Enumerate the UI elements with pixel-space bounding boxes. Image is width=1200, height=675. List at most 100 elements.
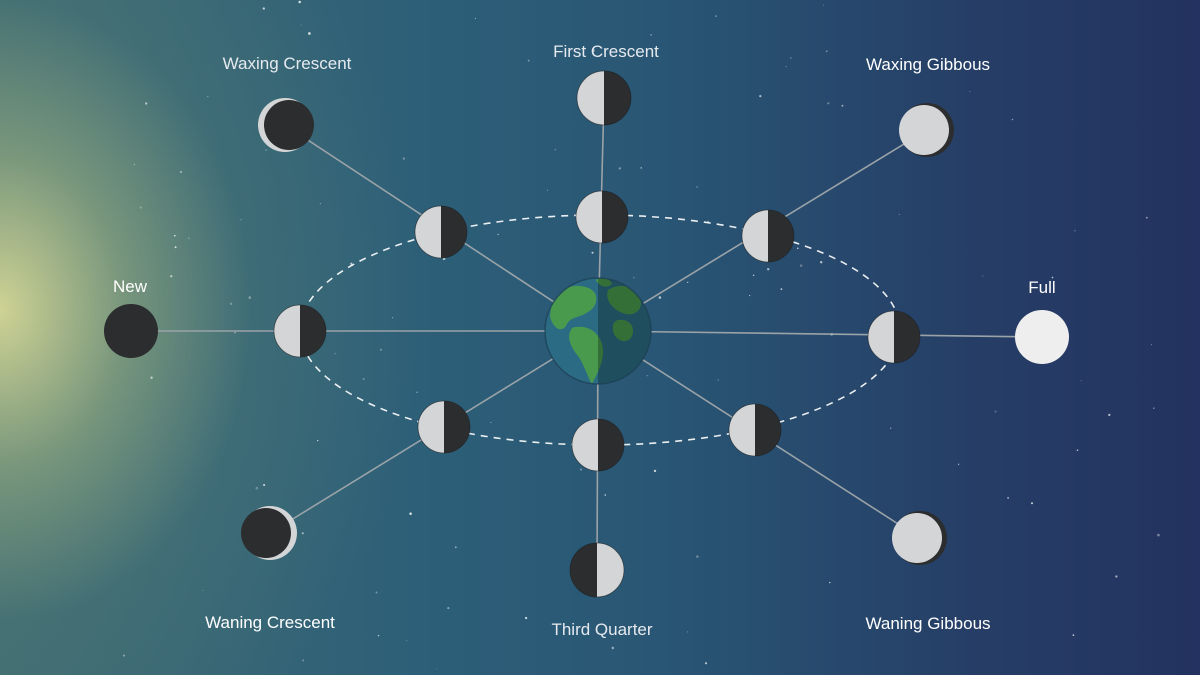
label-waxing-crescent: Waxing Crescent [222,54,352,73]
star [1007,496,1010,499]
star [207,95,209,98]
label-third-quarter: Third Quarter [551,620,653,639]
inner-moon-5 [867,310,921,364]
star [316,439,319,442]
star [350,262,353,265]
star [248,296,252,299]
star [174,246,177,249]
star [829,581,831,584]
star [170,275,173,278]
star [650,34,652,36]
star [301,532,304,535]
star [687,631,689,633]
star [240,219,242,221]
star [841,104,844,107]
star [145,102,148,105]
star [752,274,755,277]
waxing-gibbous-moon [899,103,954,157]
label-full: Full [1028,278,1056,297]
waxing-crescent-moon [258,98,314,152]
star [717,379,719,381]
star [1150,344,1153,346]
star [785,66,787,68]
star [591,251,594,254]
inner-moon-2 [575,190,629,244]
star [633,277,635,279]
star [820,261,823,264]
star [969,90,971,93]
star [234,331,236,334]
star [262,7,265,10]
label-waxing-gibbous: Waxing Gibbous [865,55,991,74]
star [1076,449,1079,452]
third-quarter-moon [569,542,625,598]
star [1080,380,1082,382]
star [302,659,305,662]
waning-crescent-moon [241,506,297,560]
star [402,157,406,160]
star [889,427,892,430]
star [957,463,960,465]
star [1011,118,1014,121]
star [392,317,394,319]
star [180,171,182,173]
star [799,264,803,267]
star [229,302,233,305]
inner-orbit-moons [273,190,921,472]
star [435,668,438,670]
star [1108,413,1111,417]
star [255,486,259,490]
first-crescent-moon [576,70,632,126]
inner-moon-8 [728,403,782,457]
star [133,163,136,166]
star [1153,407,1155,410]
star [759,94,762,98]
label-new: New [112,277,148,296]
earth [544,277,652,385]
star [780,288,783,291]
star [1030,502,1034,505]
label-waning-crescent: Waning Crescent [205,613,335,632]
star [1051,276,1054,279]
star [362,377,365,380]
star [1074,230,1076,232]
star [524,616,528,620]
star [188,237,190,240]
star [150,376,153,379]
star [898,213,900,215]
star [454,546,457,549]
star [546,189,548,191]
outer-phase-moons [104,70,1069,598]
star [265,149,268,151]
star [263,483,266,487]
star [618,167,621,170]
new-moon [104,304,158,358]
star [715,15,717,17]
inner-moon-4 [273,304,327,358]
star [447,607,450,610]
star [825,50,828,53]
star [789,57,792,59]
star [202,589,204,591]
star [687,281,689,284]
star [767,268,770,271]
waning-gibbous-moon [892,511,947,565]
star [474,17,476,19]
star [416,391,418,393]
star [406,640,408,642]
star [1072,634,1075,636]
star [611,646,615,650]
inner-moon-3 [741,209,795,263]
star [658,296,662,299]
star [646,375,648,377]
star [375,591,378,594]
star [696,555,699,558]
inner-moon-1 [414,205,468,259]
star [797,247,799,250]
star [379,348,382,351]
star [579,468,583,471]
star [696,186,698,188]
star [604,494,607,496]
